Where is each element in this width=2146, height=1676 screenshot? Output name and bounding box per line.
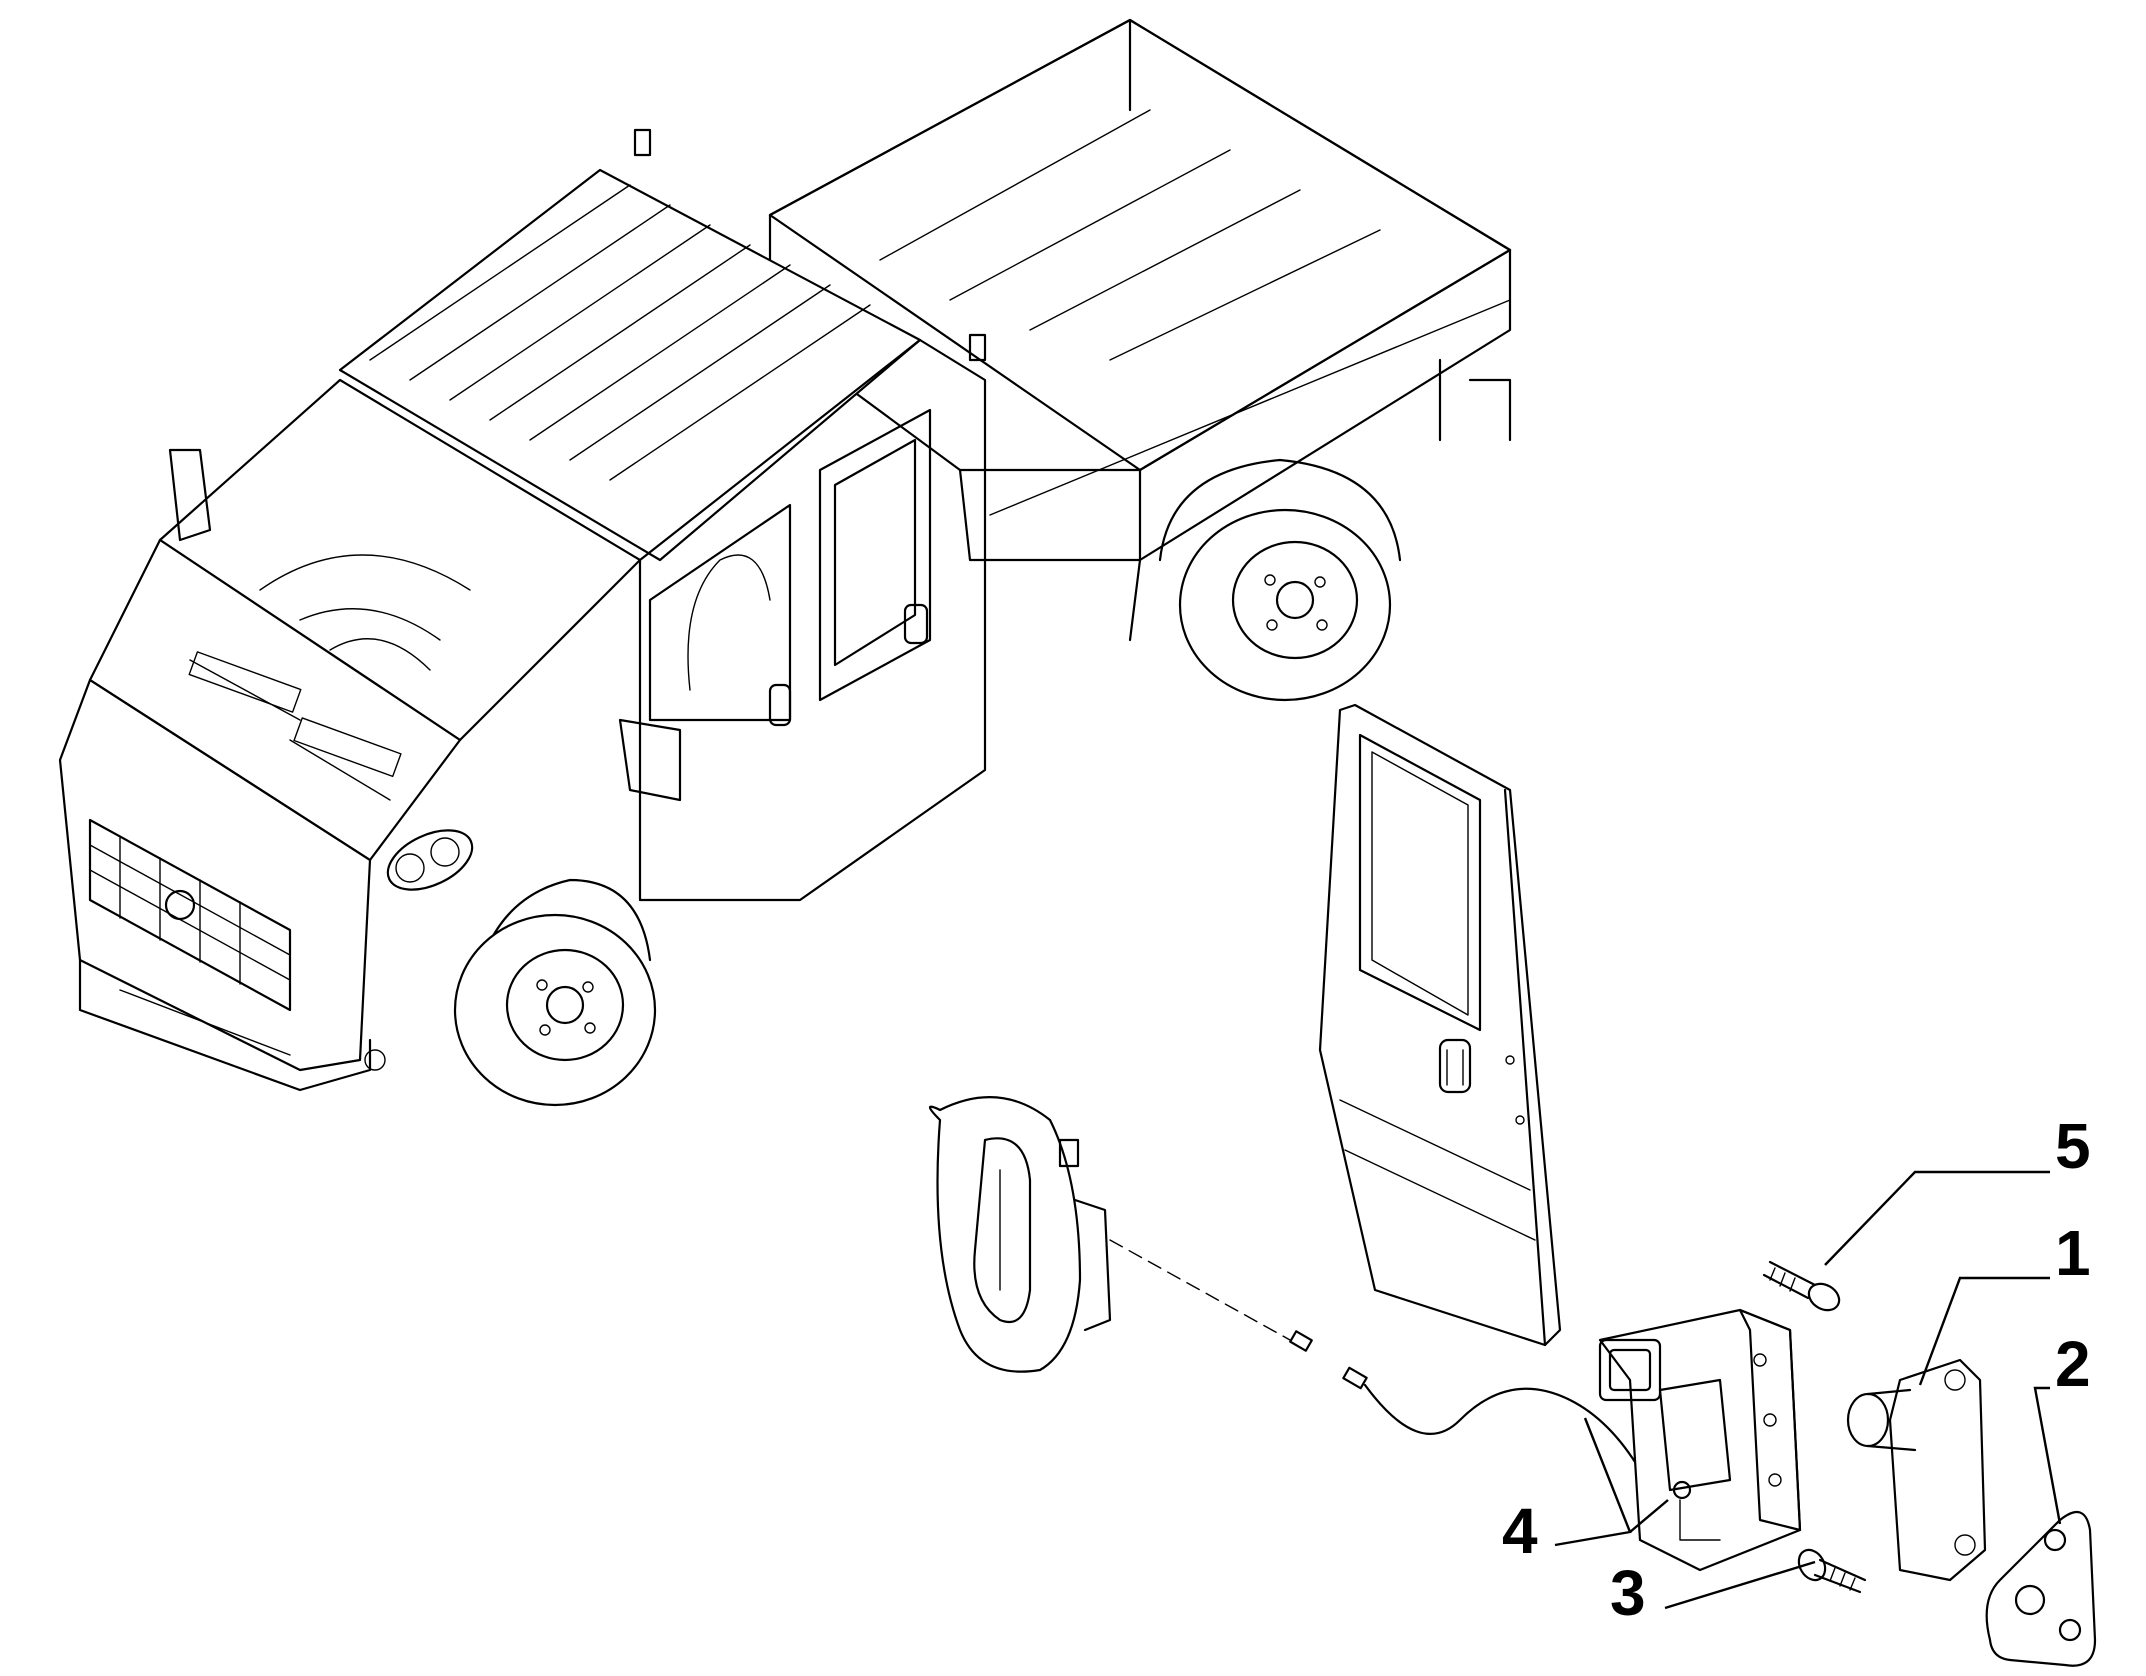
- leader-2: [2033, 1386, 2062, 1525]
- screw-part-3: [1797, 1548, 1867, 1594]
- shim-plate-part-2: [1985, 1510, 2097, 1667]
- callout-4: 4: [1502, 1495, 1538, 1567]
- leader-4a: [1554, 1417, 1632, 1547]
- screw-part-5: [1762, 1260, 1841, 1312]
- callout-1: 1: [2055, 1217, 2091, 1289]
- callout-5: 5: [2055, 1110, 2091, 1182]
- striker-part-1: [1846, 1358, 1987, 1582]
- leader-3: [1664, 1560, 1816, 1610]
- latch-cable: [1109, 1239, 1642, 1472]
- door-handle-assembly: [928, 1096, 1112, 1373]
- crew-cab-pickup-truck: [58, 18, 1512, 1107]
- leader-1: [1918, 1276, 2050, 1386]
- truck-cab: [58, 168, 987, 1092]
- leader-4b: [1629, 1499, 1669, 1533]
- rear-side-door: [1318, 703, 1562, 1347]
- leader-5: [1824, 1170, 2050, 1266]
- callout-3: 3: [1610, 1557, 1646, 1629]
- front-wheel: [453, 878, 657, 1107]
- rear-wheel: [1158, 458, 1402, 702]
- callout-2: 2: [2055, 1328, 2091, 1400]
- cargo-bed: [633, 18, 1512, 642]
- door-lock-part-4: [1598, 1308, 1802, 1572]
- leader-lines: [1554, 1170, 2062, 1610]
